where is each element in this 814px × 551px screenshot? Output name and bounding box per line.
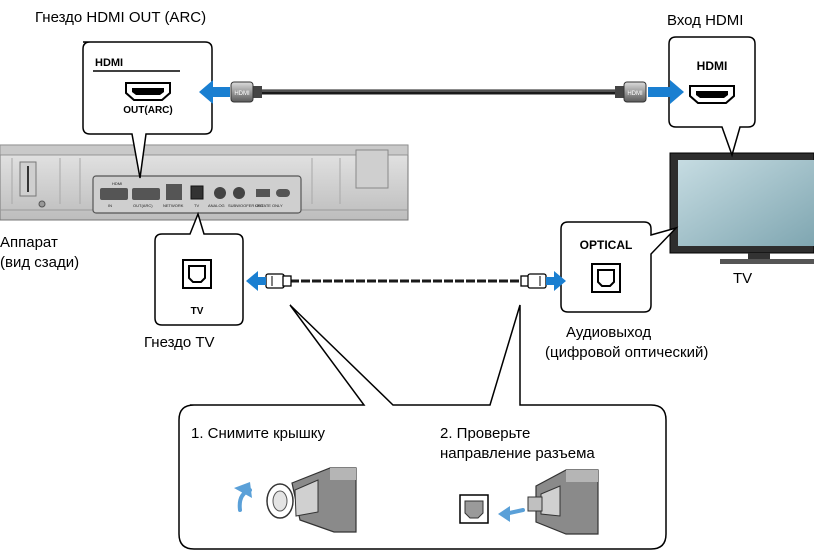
panel-hdmi-label: HDMI xyxy=(112,181,122,186)
panel-update-label: UPDATE ONLY xyxy=(255,203,283,208)
hdmi-in-label: Вход HDMI xyxy=(667,12,743,29)
step2-label-line1: 2. Проверьте xyxy=(440,425,530,442)
step1-label: 1. Снимите крышку xyxy=(191,425,326,442)
hdmi-plug-left: HDMI xyxy=(230,81,262,103)
hdmi-in-callout: HDMI xyxy=(668,36,756,158)
optical-port-icon xyxy=(182,259,212,289)
unit-label-line1: Аппарат xyxy=(0,234,58,251)
tv-device xyxy=(669,152,814,264)
audio-out-label-line2: (цифровой оптический) xyxy=(545,344,708,361)
hdmi-port-icon xyxy=(125,82,171,101)
soundbar-unit: HDMI IN OUT(ARC) NETWORK TV ANALOG SUBWO… xyxy=(0,144,409,221)
tv-box-port: TV xyxy=(191,306,204,317)
step2-label-line2: направление разъема xyxy=(440,445,595,462)
hdmi-out-box-port: OUT(ARC) xyxy=(123,105,172,116)
audio-out-label-line1: Аудиовыход xyxy=(566,324,651,341)
hdmi-plug-right-label: HDMI xyxy=(627,91,643,97)
hdmi-cable: HDMI HDMI xyxy=(199,80,684,104)
tv-jack-label: Гнездо TV xyxy=(144,334,215,351)
panel-analog-label: ANALOG xyxy=(208,203,225,208)
soundbar-ribs xyxy=(11,158,341,204)
panel-subwoofer-port xyxy=(233,187,245,199)
panel-hdmi-in-port xyxy=(100,188,128,200)
optical-cable xyxy=(246,271,566,291)
hdmi-left-arrow xyxy=(199,80,230,104)
panel-subwoofer-label: SUBWOOFER OUT xyxy=(228,203,264,208)
panel-network-label: NETWORK xyxy=(163,203,184,208)
panel-power-port xyxy=(276,189,290,197)
panel-network-port xyxy=(166,184,182,200)
panel-usb-port xyxy=(256,189,270,197)
optical-box-title: OPTICAL xyxy=(580,238,633,252)
hdmi-in-port-icon xyxy=(689,85,735,104)
step1-illustration xyxy=(234,467,357,533)
hdmi-out-box-title: HDMI xyxy=(95,57,123,69)
hdmi-plug-right: HDMI xyxy=(615,81,647,103)
hdmi-out-jack-label: Гнездо HDMI OUT (ARC) xyxy=(35,9,206,26)
optical-out-port-icon xyxy=(591,263,621,293)
panel-optical-port xyxy=(190,185,204,200)
tv-jack-callout: TV xyxy=(154,211,244,326)
step2-illustration xyxy=(459,469,599,535)
hdmi-in-box-title: HDMI xyxy=(697,59,728,73)
hdmi-out-callout: HDMI OUT(ARC) xyxy=(82,41,213,179)
panel-out-label: OUT(ARC) xyxy=(133,203,153,208)
optical-plug-left xyxy=(265,273,292,289)
panel-hdmi-out-port xyxy=(132,188,160,200)
optical-left-arrow xyxy=(246,271,266,291)
panel-tv-label: TV xyxy=(194,203,199,208)
optical-right-arrow xyxy=(546,271,566,291)
hdmi-right-arrow xyxy=(648,80,684,104)
panel-in-label: IN xyxy=(108,203,112,208)
optical-plug-right xyxy=(520,273,547,289)
tv-label: TV xyxy=(733,270,752,287)
panel-analog-port xyxy=(214,187,226,199)
hdmi-plug-left-label: HDMI xyxy=(234,91,250,97)
optical-callout: OPTICAL xyxy=(560,221,679,313)
unit-label-line2: (вид сзади) xyxy=(0,254,79,271)
